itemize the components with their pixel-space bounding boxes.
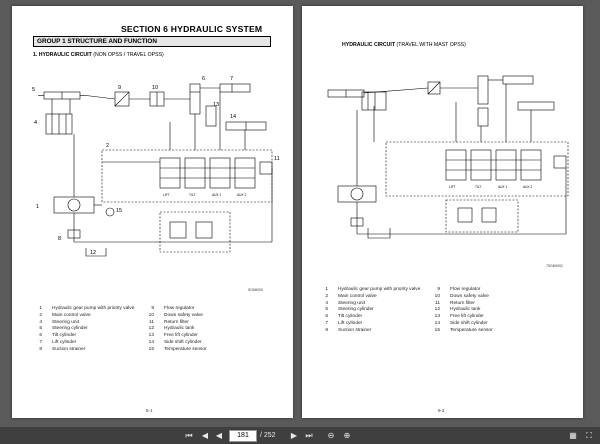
- label-6: 6: [202, 76, 205, 82]
- group-title-bar: GROUP 1 STRUCTURE AND FUNCTION: [33, 36, 271, 47]
- last-page-icon[interactable]: ⏭: [305, 431, 313, 440]
- page-total: / 252: [260, 432, 276, 439]
- circuit-title-main: HYDRAULIC CIRCUIT: [342, 42, 396, 48]
- page-number: 6-2: [438, 408, 445, 413]
- label-11: 11: [274, 156, 280, 162]
- label-lift: LIFT: [449, 185, 456, 189]
- document-page-left: SECTION 6 HYDRAULIC SYSTEM GROUP 1 STRUC…: [12, 6, 293, 418]
- circuit-title-sub: (TRAVEL WITH MAST OPSS): [395, 42, 466, 48]
- next-page-icon-left[interactable]: ◀: [215, 431, 223, 440]
- first-page-icon[interactable]: ⏮: [185, 431, 193, 440]
- label-4: 4: [34, 120, 37, 126]
- page-number-input[interactable]: 181: [229, 430, 257, 442]
- label-aux2: AUX 2: [523, 185, 532, 189]
- document-page-right: HYDRAULIC CIRCUIT (TRAVEL WITH MAST OPSS…: [302, 6, 583, 418]
- label-5: 5: [32, 87, 35, 93]
- label-tilt: TILT: [189, 193, 195, 197]
- circuit-title: 1. HYDRAULIC CIRCUIT (NON OPSS / TRAVEL …: [33, 52, 164, 58]
- label-aux2: AUX 2: [237, 193, 246, 197]
- label-7: 7: [230, 76, 233, 82]
- viewer-toolbar: ⏮ ◀ ◀ 181 / 252 ▶ ⏭ ⊖ ⊕ ▦ ⛶: [0, 427, 600, 444]
- circuit-title: HYDRAULIC CIRCUIT (TRAVEL WITH MAST OPSS…: [342, 42, 466, 48]
- label-aux1: AUX 1: [212, 193, 221, 197]
- zoom-out-icon[interactable]: ⊖: [327, 431, 335, 440]
- figure-code: SG6H000: [248, 288, 263, 292]
- figure-code: 7SG6H002: [546, 264, 563, 268]
- label-8: 8: [58, 236, 61, 242]
- label-9: 9: [118, 85, 121, 91]
- page-number: 6-1: [146, 408, 153, 413]
- hydraulic-circuit-diagram: 5 4 9 10 6 7 13 14 11 1 2 15 8 12 LIFT T…: [32, 76, 280, 257]
- hydraulic-circuit-diagram: LIFT TILT AUX 1 AUX 2: [327, 75, 569, 239]
- label-aux1: AUX 1: [498, 185, 507, 189]
- label-tilt: TILT: [475, 185, 481, 189]
- label-1: 1: [36, 204, 39, 210]
- label-12: 12: [90, 250, 96, 256]
- next-page-icon[interactable]: ▶: [290, 431, 298, 440]
- zoom-in-icon[interactable]: ⊕: [343, 431, 351, 440]
- label-13: 13: [213, 102, 219, 108]
- label-lift: LIFT: [163, 193, 170, 197]
- fullscreen-icon[interactable]: ⛶: [586, 431, 592, 440]
- label-15: 15: [116, 208, 122, 214]
- section-title: SECTION 6 HYDRAULIC SYSTEM: [121, 24, 263, 34]
- thumbnails-icon[interactable]: ▦: [569, 431, 577, 440]
- previous-page-icon[interactable]: ◀: [201, 431, 209, 440]
- circuit-title-sub: (NON OPSS / TRAVEL OPSS): [91, 52, 164, 58]
- group-title: GROUP 1 STRUCTURE AND FUNCTION: [37, 38, 158, 45]
- label-14: 14: [230, 114, 236, 120]
- label-2: 2: [106, 143, 109, 149]
- label-10: 10: [152, 85, 158, 91]
- circuit-title-main: 1. HYDRAULIC CIRCUIT: [33, 52, 92, 58]
